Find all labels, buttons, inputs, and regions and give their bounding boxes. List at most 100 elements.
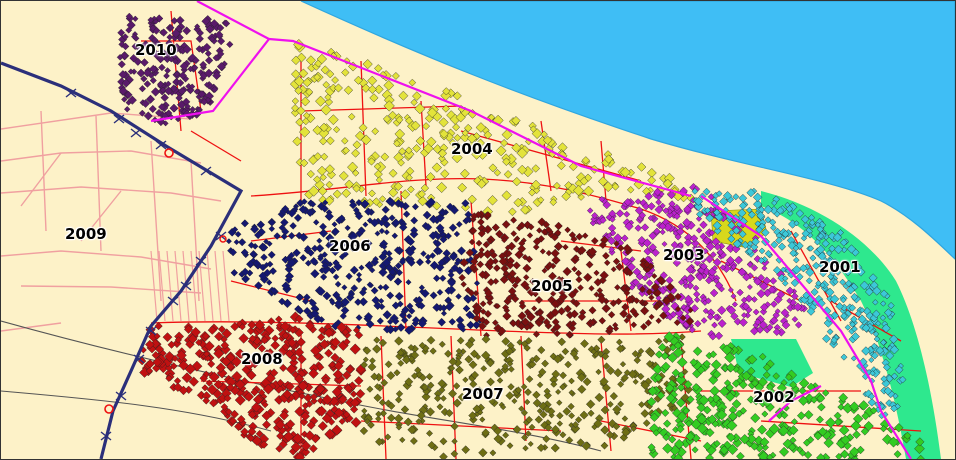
parcel-marker xyxy=(143,111,153,121)
parcel-marker xyxy=(693,196,704,206)
zone-label-2007: 2007 xyxy=(462,385,504,403)
parcel-marker xyxy=(199,60,208,69)
parcel-marker xyxy=(200,98,208,106)
parcel-marker xyxy=(598,176,608,187)
parcel-marker xyxy=(623,198,632,207)
parcel-marker xyxy=(302,77,312,88)
parcel-marker xyxy=(738,317,748,327)
parcel-marker xyxy=(881,323,891,333)
parcel-marker xyxy=(352,169,360,177)
parcel-marker xyxy=(691,187,699,195)
parcel-marker xyxy=(662,207,670,215)
parcel-marker xyxy=(770,240,779,249)
parcel-marker xyxy=(315,95,327,107)
parcel-marker xyxy=(516,147,528,159)
parcel-marker xyxy=(817,251,827,261)
parcel-marker xyxy=(685,264,695,274)
parcel-marker xyxy=(143,80,152,88)
parcel-marker xyxy=(617,239,625,247)
parcel-marker xyxy=(683,205,692,214)
parcel-marker xyxy=(856,267,866,277)
road xyxy=(190,130,242,162)
parcel-marker xyxy=(467,194,477,204)
parcel-marker xyxy=(699,232,708,241)
parcel-marker xyxy=(568,162,578,172)
parcel-marker xyxy=(870,351,879,360)
parcel-marker xyxy=(410,120,421,131)
parcel-marker xyxy=(634,206,644,215)
parcel-marker xyxy=(302,111,311,120)
parcel-marker xyxy=(372,197,381,206)
parcel-marker xyxy=(825,287,835,297)
parcel-marker xyxy=(341,137,349,145)
parcel-marker xyxy=(152,18,159,25)
parcel-marker xyxy=(341,68,350,77)
parcel-marker xyxy=(602,181,614,193)
parcel-marker xyxy=(451,152,463,164)
parcel-marker xyxy=(460,168,470,179)
parcel-marker xyxy=(412,144,421,153)
parcel-marker xyxy=(325,180,334,189)
parcel-marker xyxy=(686,281,695,290)
parcel-marker xyxy=(141,99,150,108)
parcel-marker xyxy=(751,237,760,246)
parcel-marker xyxy=(383,80,395,91)
parcel-marker xyxy=(742,302,750,311)
parcel-marker xyxy=(175,15,185,25)
parcel-marker xyxy=(333,126,341,134)
parcel-marker xyxy=(792,265,802,275)
parcel-marker xyxy=(753,277,762,286)
parcel-marker xyxy=(452,123,461,132)
parcel-marker xyxy=(732,193,740,201)
parcel-marker xyxy=(192,56,200,65)
zone-label-2005: 2005 xyxy=(531,277,573,295)
parcel-marker xyxy=(319,137,328,146)
parcel-marker xyxy=(861,323,871,333)
parcel-marker xyxy=(624,221,634,231)
parcel-marker xyxy=(702,187,711,196)
parcel-marker xyxy=(159,28,168,37)
parcel-marker xyxy=(688,326,696,334)
parcel-marker xyxy=(648,231,657,241)
parcel-marker xyxy=(167,45,176,53)
parcel-marker xyxy=(149,24,157,32)
parcel-marker xyxy=(395,115,404,124)
parcel-marker xyxy=(341,188,352,198)
parcel-marker xyxy=(442,87,451,96)
parcel-marker xyxy=(848,304,857,312)
parcel-marker xyxy=(879,289,889,298)
parcel-marker xyxy=(320,152,329,161)
parcel-marker xyxy=(216,24,225,32)
parcel-marker xyxy=(850,355,857,362)
parcel-marker xyxy=(338,171,349,181)
parcel-marker xyxy=(431,162,442,173)
parcel-marker xyxy=(438,117,449,128)
parcel-marker xyxy=(864,287,874,297)
parcel-marker xyxy=(165,39,173,47)
parcel-marker xyxy=(179,61,189,71)
parcel-marker xyxy=(661,241,668,247)
parcel-marker xyxy=(459,132,470,143)
parcel-marker xyxy=(393,277,403,286)
parcel-marker xyxy=(143,68,152,78)
parcel-marker xyxy=(839,238,848,247)
parcel-marker xyxy=(636,162,647,172)
parcel-marker xyxy=(795,209,805,218)
parcel-marker xyxy=(844,324,851,331)
road xyxy=(150,321,702,335)
parcel-marker xyxy=(627,186,635,194)
parcel-marker xyxy=(873,335,881,343)
parcel-marker xyxy=(875,346,885,355)
parcel-marker xyxy=(767,285,777,294)
parcel-marker xyxy=(682,218,692,228)
parcel-marker xyxy=(789,249,798,258)
road xyxy=(360,420,562,432)
parcel-marker xyxy=(879,314,887,321)
parcel-marker xyxy=(304,259,312,267)
parcel-marker xyxy=(455,220,463,228)
parcel-marker xyxy=(673,203,681,212)
parcel-marker xyxy=(468,140,476,148)
outer-street xyxy=(206,250,214,322)
